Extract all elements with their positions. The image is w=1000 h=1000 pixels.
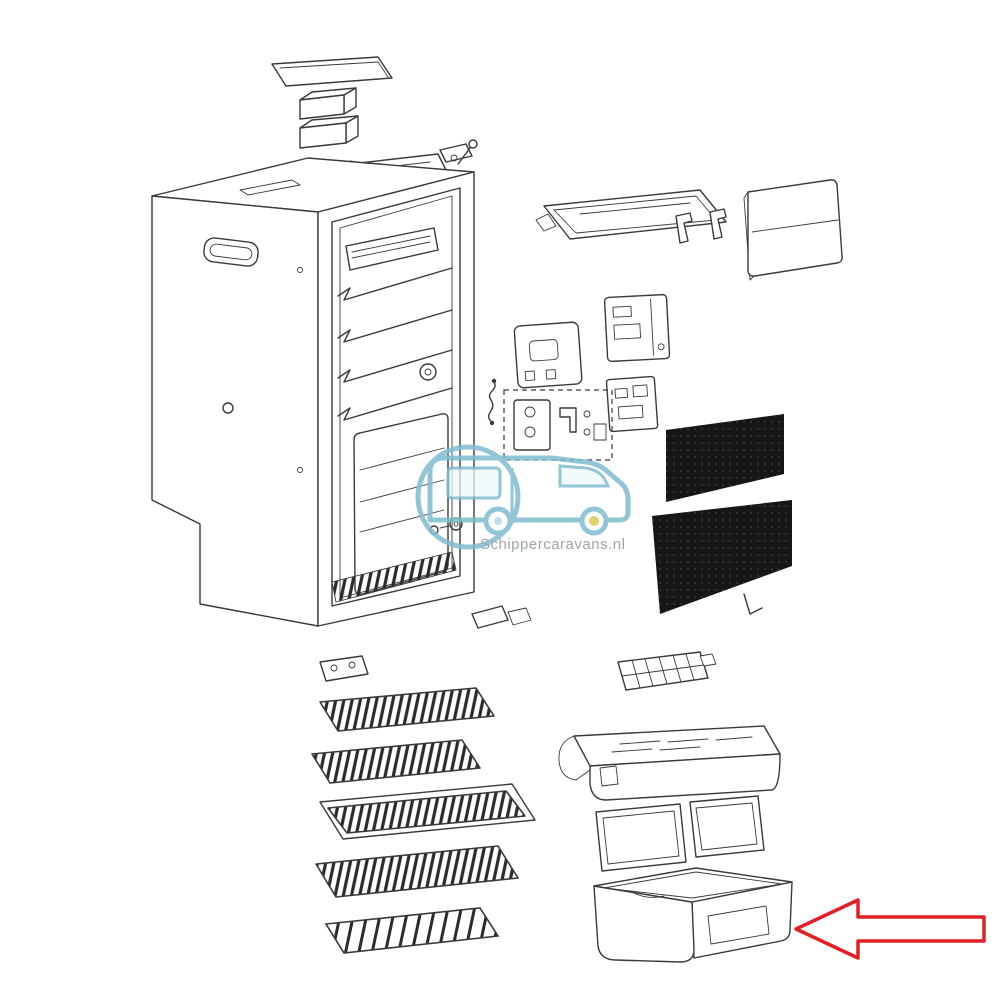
- arrow-icon: [794, 898, 986, 960]
- wire-shelf-5: [324, 907, 500, 954]
- burner-assembly: [503, 389, 613, 461]
- wire-shelf-4: [315, 845, 519, 898]
- vegetable-drawer: [593, 867, 793, 963]
- van-side-window: [446, 466, 502, 500]
- van-front-hub: [589, 516, 599, 526]
- shelf-retainer: [319, 655, 369, 682]
- van-windshield: [558, 464, 611, 488]
- door-bottom-bracket: [471, 605, 532, 629]
- watermark: Schippercaravans.nl: [415, 444, 631, 553]
- refrigerator-cabinet: [151, 157, 475, 627]
- top-cover: [271, 56, 393, 87]
- spare-box-upper: [299, 87, 357, 120]
- wire-shelf-1: [319, 687, 495, 732]
- wire-shelf-3: [319, 783, 536, 840]
- wire-shelf-2: [311, 739, 481, 784]
- door-panel: [743, 179, 843, 281]
- hinge-pin: [457, 139, 478, 165]
- door-bin-left: [595, 803, 687, 872]
- absorber-panel-upper: [666, 414, 784, 502]
- freezer-compartment-tray: [558, 725, 781, 801]
- power-module: [603, 293, 671, 363]
- mounting-bracket-right: [709, 208, 727, 240]
- spare-box-lower: [299, 115, 359, 149]
- burner-cover-tray: [535, 189, 727, 240]
- campervan-icon: [427, 455, 631, 523]
- control-unit: [513, 321, 583, 389]
- highlight-arrow: [794, 898, 986, 960]
- absorber-panel-lower: [652, 500, 792, 615]
- watermark-text: Schippercaravans.nl: [480, 536, 625, 553]
- door-bin-right: [689, 795, 765, 858]
- igniter-module: [605, 375, 659, 433]
- watermark-logo-circle: [415, 444, 521, 550]
- gas-pipe: [487, 378, 497, 426]
- van-rear-hub: [494, 517, 502, 525]
- ice-cube-tray: [617, 651, 717, 691]
- mounting-bracket-left: [675, 212, 693, 244]
